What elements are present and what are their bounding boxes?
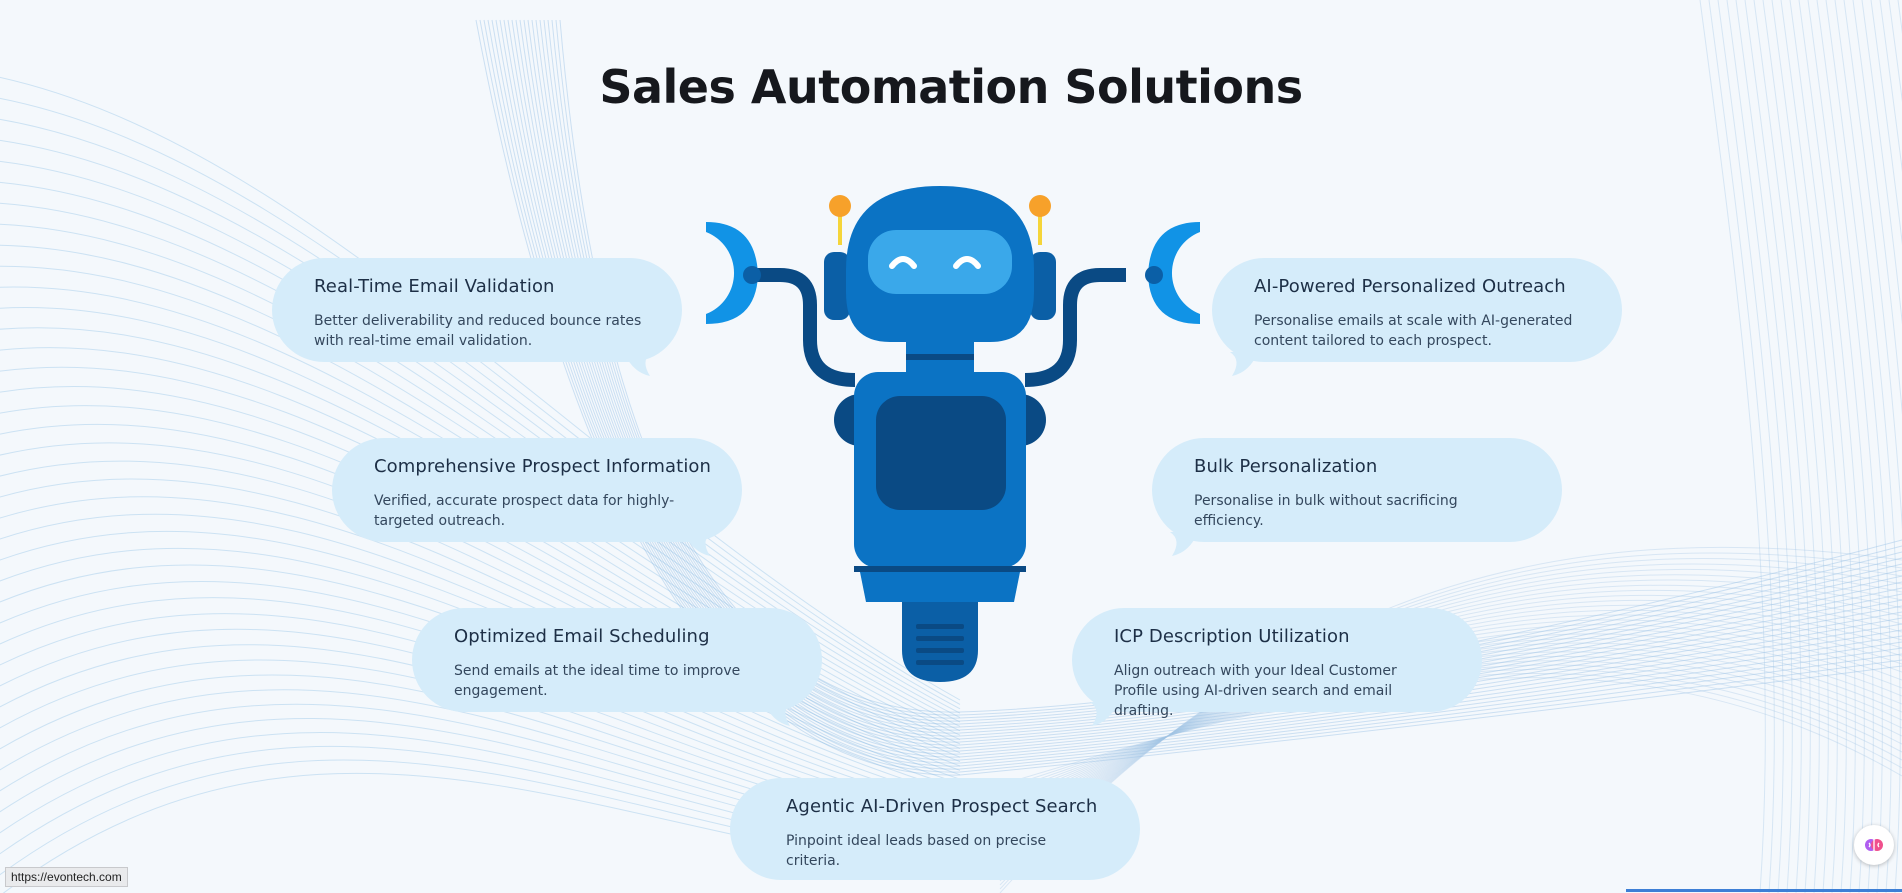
feature-title: Comprehensive Prospect Information [374, 456, 712, 477]
brain-icon [1865, 839, 1883, 851]
feature-title: ICP Description Utilization [1114, 626, 1350, 647]
status-bar-url: https://evontech.com [5, 867, 128, 887]
feature-title: Bulk Personalization [1194, 456, 1378, 477]
feature-title: Agentic AI-Driven Prospect Search [786, 796, 1098, 817]
assistant-widget-button[interactable] [1854, 825, 1894, 865]
page-title: Sales Automation Solutions [599, 60, 1303, 114]
speech-tail [624, 352, 652, 376]
feature-card-prospect-info: Comprehensive Prospect Information Verif… [332, 438, 742, 556]
scroll-progress-line [1626, 889, 1902, 892]
feature-card-email-validation: Real-Time Email Validation Better delive… [272, 258, 682, 376]
feature-description: Send emails at the ideal time to improve… [454, 663, 741, 699]
feature-card-bulk-personalization: Bulk Personalization Personalise in bulk… [1152, 438, 1562, 556]
speech-tail [684, 532, 712, 556]
feature-description: Better deliverability and reduced bounce… [314, 313, 642, 349]
feature-description: Personalise emails at scale with AI-gene… [1254, 313, 1573, 349]
feature-card-personalized-outreach: AI-Powered Personalized Outreach Persona… [1212, 258, 1622, 376]
robot-illustration [706, 186, 1200, 682]
speech-tail [764, 702, 792, 726]
feature-title: Real-Time Email Validation [314, 276, 555, 297]
speech-tail [1170, 532, 1198, 556]
feature-description: Align outreach with your Ideal Customer … [1114, 663, 1397, 719]
speech-tail [1230, 352, 1258, 376]
feature-description: Pinpoint ideal leads based on precise cr… [786, 833, 1047, 869]
feature-description: Verified, accurate prospect data for hig… [374, 493, 675, 529]
feature-card-agentic-search: Agentic AI-Driven Prospect Search Pinpoi… [730, 778, 1140, 880]
feature-card-email-scheduling: Optimized Email Scheduling Send emails a… [412, 608, 822, 726]
feature-card-icp-description: ICP Description Utilization Align outrea… [1072, 608, 1482, 726]
speech-tail [1090, 702, 1118, 726]
feature-title: AI-Powered Personalized Outreach [1254, 276, 1566, 297]
feature-title: Optimized Email Scheduling [454, 626, 710, 647]
feature-description: Personalise in bulk without sacrificing … [1194, 493, 1458, 529]
